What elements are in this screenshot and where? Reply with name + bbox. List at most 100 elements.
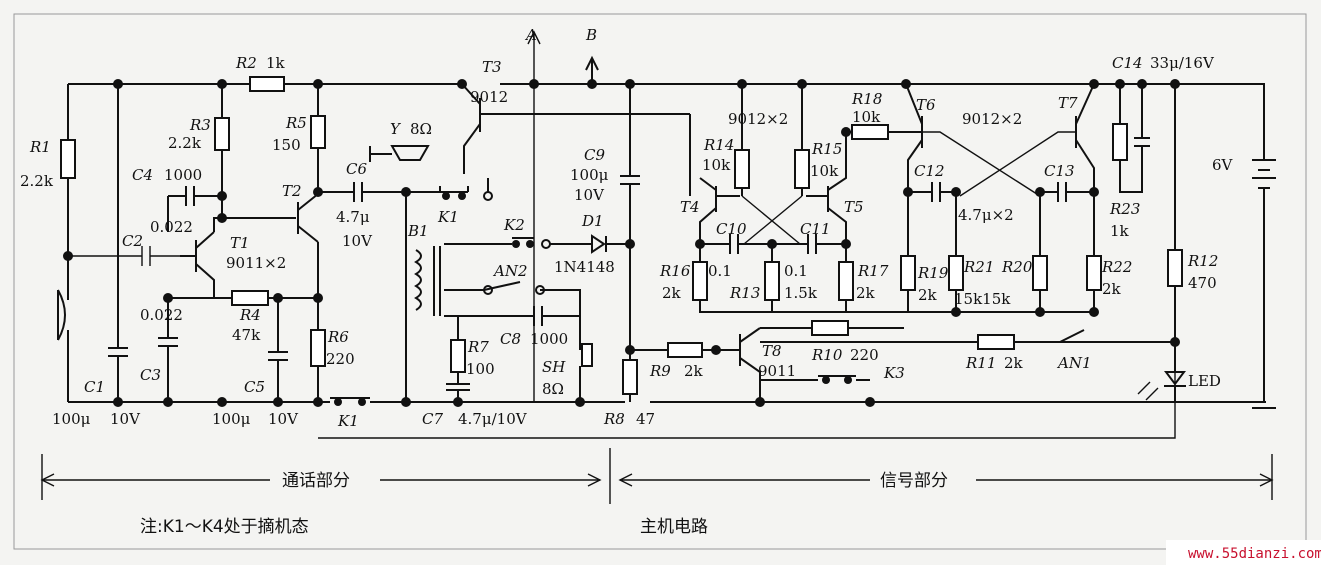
label-c12: C12 (914, 162, 945, 180)
label-t3-value: 9012 (470, 88, 508, 106)
label-r22: R22 (1101, 258, 1132, 276)
capacitor-c2 (68, 246, 196, 266)
resistor-r19 (900, 255, 916, 291)
resistor-r7 (450, 339, 466, 373)
label-r19-value: 2k (918, 286, 938, 304)
label-t2: T2 (282, 182, 302, 200)
label-r20-r21-value: 15k15k (954, 290, 1011, 308)
label-c14-value: 33μ/16V (1150, 54, 1215, 72)
t8-collector-wires (760, 327, 1175, 343)
resistor-r21 (948, 255, 964, 291)
transistor-t1 (180, 231, 215, 298)
footer-caption: 主机电路 (640, 517, 708, 537)
label-r1-value: 2.2k (20, 172, 54, 190)
t45-collector-wires (741, 84, 803, 196)
resistor-r8 (622, 359, 638, 395)
switch-an1 (1059, 329, 1085, 343)
label-c7-value: 4.7μ/10V (458, 410, 528, 428)
transistor-t7 (1075, 83, 1095, 256)
capacitor-c7 (446, 372, 470, 402)
label-t4-t5-value: 9012×2 (728, 110, 788, 128)
label-r9-value: 2k (684, 362, 704, 380)
resistor-r14 (734, 149, 750, 189)
label-battery: 6V (1212, 156, 1234, 174)
label-r5-value: 150 (272, 136, 301, 154)
label-led: LED (1188, 372, 1221, 390)
resistor-r4 (231, 290, 269, 306)
resistor-r12 (1167, 249, 1183, 287)
speaker-sh-icon (581, 343, 593, 367)
b1-secondary-wires (444, 243, 512, 340)
label-c3-value: 0.022 (140, 306, 183, 324)
label-r7: R7 (467, 338, 489, 356)
label-r8-value: 47 (636, 410, 655, 428)
label-r23-value: 1k (1110, 222, 1130, 240)
resistor-r6 (310, 329, 326, 367)
label-c9-value: 100μ (570, 166, 609, 184)
resistor-r18 (851, 124, 889, 140)
label-c7: C7 (422, 410, 443, 428)
label-r6: R6 (327, 328, 349, 346)
label-sh: SH (542, 358, 566, 376)
label-r10-value: 220 (850, 346, 879, 364)
resistor-r22 (1086, 255, 1102, 291)
resistor-r16 (692, 261, 708, 301)
label-c2-value: 0.022 (150, 218, 193, 236)
label-k1-top: K1 (437, 208, 459, 226)
label-r14-value: 10k (702, 156, 731, 174)
label-c14: C14 (1112, 54, 1143, 72)
label-r4-value: 47k (232, 326, 261, 344)
label-an1: AN1 (1056, 354, 1092, 372)
label-c11: C11 (800, 220, 831, 238)
resistor-r13 (764, 261, 780, 301)
transistor-t8 (739, 327, 761, 402)
transformer-b1 (414, 249, 422, 311)
label-r20: R20 (1001, 258, 1033, 276)
label-r4: R4 (239, 306, 261, 324)
label-r18-value: 10k (852, 108, 881, 126)
label-r6-value: 220 (326, 350, 355, 368)
lower-bus (699, 300, 1094, 313)
label-d1: D1 (581, 212, 604, 230)
r19-22-wires (907, 290, 1095, 312)
capacitor-c4 (168, 186, 222, 206)
point-a-line (527, 30, 541, 402)
label-c11-value: 0.1 (784, 262, 808, 280)
resistor-r17 (838, 261, 854, 301)
transistor-t4 (699, 177, 740, 262)
label-c12-c13-value: 4.7μ×2 (958, 206, 1014, 224)
label-point-a: A (524, 26, 537, 44)
label-r10: R10 (811, 346, 843, 364)
label-c10-value: 0.1 (708, 262, 732, 280)
capacitor-c9 (620, 84, 640, 350)
label-c5: C5 (244, 378, 265, 396)
switch-k1-top (439, 178, 489, 193)
label-c5-voltage: 10V (268, 410, 299, 428)
capacitor-c3 (158, 298, 178, 402)
resistor-r9 (667, 342, 703, 358)
label-t7: T7 (1058, 94, 1078, 112)
label-y-value: 8Ω (410, 120, 432, 138)
transistor-t3 (461, 83, 690, 154)
label-d1-value: 1N4148 (554, 258, 615, 276)
label-r7-value: 100 (466, 360, 495, 378)
label-t6-t7-value: 9012×2 (962, 110, 1022, 128)
switch-an2 (483, 281, 581, 350)
junction-dots (63, 79, 1180, 407)
label-r17-value: 2k (856, 284, 876, 302)
label-r22-value: 2k (1102, 280, 1122, 298)
label-r18: R18 (851, 90, 882, 108)
label-r2-value: 1k (266, 54, 286, 72)
label-r3: R3 (189, 116, 211, 134)
resistor-r5 (310, 115, 326, 149)
capacitor-c1 (108, 84, 128, 402)
label-r17: R17 (857, 262, 889, 280)
resistor-r1 (60, 139, 76, 179)
label-c5-value: 100μ (212, 410, 251, 428)
label-t6: T6 (916, 96, 936, 114)
section-signal-label: 信号部分 (880, 471, 948, 491)
label-c6: C6 (346, 160, 367, 178)
label-c4: C4 (132, 166, 153, 184)
resistor-r20 (1032, 255, 1048, 291)
